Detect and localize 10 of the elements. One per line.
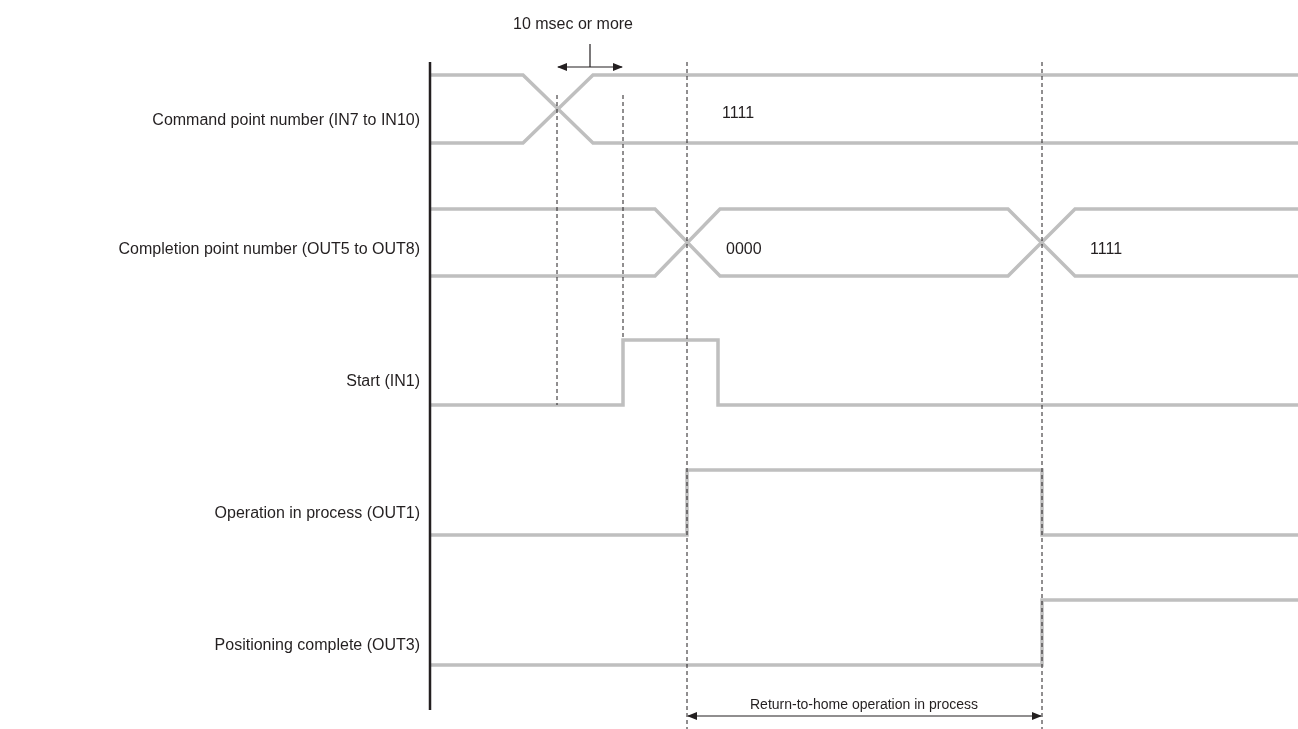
signal-value: 1111: [722, 103, 755, 123]
signal-value: 0000: [726, 239, 762, 259]
dimension-label: 10 msec or more: [513, 14, 633, 34]
signal-name: Operation in process (OUT1): [214, 503, 420, 523]
signal-name: Start (IN1): [346, 371, 420, 391]
signal-name: Completion point number (OUT5 to OUT8): [118, 239, 420, 259]
signal-name: Positioning complete (OUT3): [214, 635, 420, 655]
dimension-label: Return-to-home operation in process: [750, 695, 978, 714]
signal-name: Command point number (IN7 to IN10): [152, 110, 420, 130]
signal-value: 1111: [1090, 239, 1123, 259]
